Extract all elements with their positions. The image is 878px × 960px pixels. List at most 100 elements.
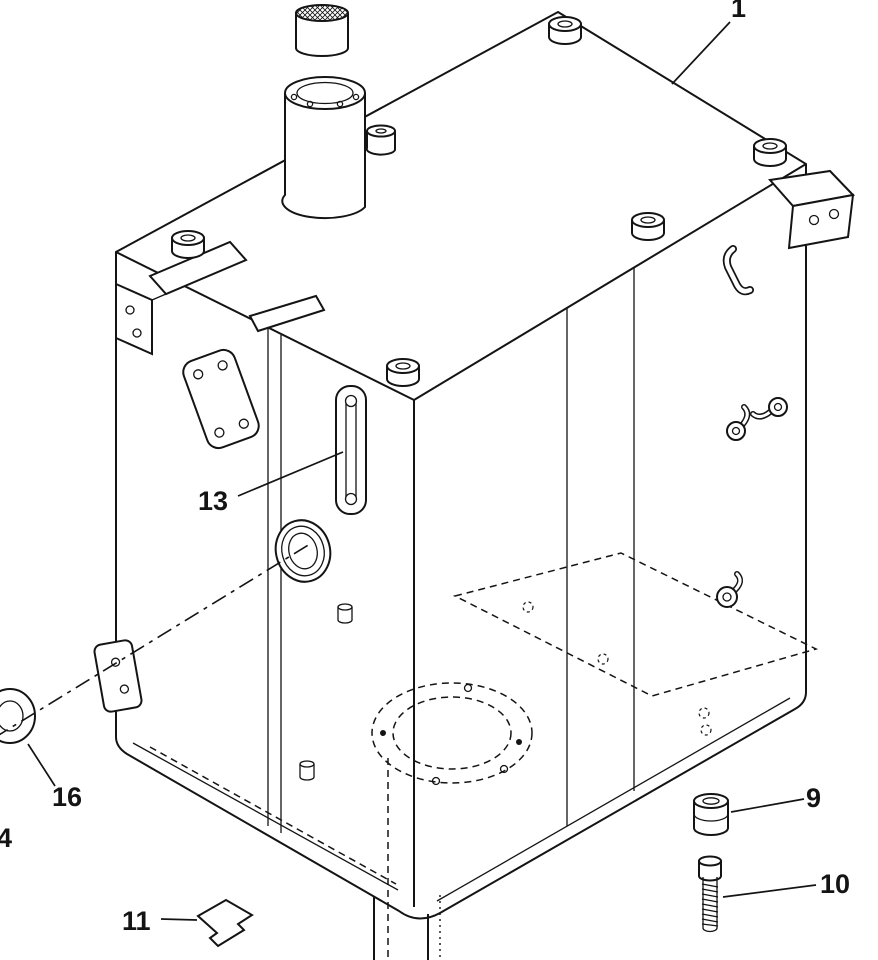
wire-clip-3 [716,571,743,608]
filler-neck-body [282,93,365,219]
wire-clip-2-hole [773,402,783,412]
right-face-hook-clip [722,245,754,296]
wire-clip-1 [726,404,751,441]
part-10-bolt [698,855,722,933]
part-10-threads [701,883,719,927]
part-9-ridge [693,813,729,822]
hidden-bottom-edge [149,746,397,885]
callout-4-label: 4 [0,823,12,853]
baffle-dashed-outline [452,552,819,697]
bottom-flange-inner-left [132,742,399,891]
upper-strap-plate [248,294,326,333]
boss-rear-bore [557,20,573,28]
sight-gauge [335,385,367,515]
boss-mid-bore [640,216,656,224]
left-corner-bracket [115,282,153,356]
bottom-flange-inner-right [436,697,791,902]
right-bracket-hole-2 [828,208,840,220]
callout-1-label: 1 [731,0,746,23]
wire-clip-3-ring [716,586,738,608]
bottom-opening-hole-3 [499,764,509,774]
wire-clip-2 [750,397,788,420]
callout-9-leader [730,798,805,813]
top-mount-boss-mid [631,212,665,241]
front-port-thread [281,525,325,577]
sight-gauge-bolt-top [344,394,358,408]
callout-13-leader [237,451,344,497]
boss-right-sides [753,146,787,167]
part-16-outer [0,688,36,744]
left-face-pad-body [93,639,143,713]
boss-mid-top [631,212,665,228]
baffle-hole-2 [597,653,609,665]
wire-clip-3-tail-inner [733,572,742,592]
sight-gauge-bolt-bottom [344,492,358,506]
hidden-bottom-opening [149,682,533,885]
boss-mid-sides [631,220,665,241]
front-port [274,519,332,583]
top-fitting [365,124,396,156]
boss-left-bore [180,234,196,242]
boss-front-bore [395,362,411,370]
callout-11-leader [160,918,198,921]
cover-plate-hole-4 [238,418,249,429]
front-mini-fitting-top [337,603,353,611]
filler-neck-bore [296,81,354,105]
front-mini-fitting [337,603,353,624]
callout-1-leader [671,21,731,85]
filler-cap-top-hatched [295,4,349,22]
part-9-bore [702,797,720,805]
baffle-hole-1 [522,601,534,613]
boss-front-top [386,358,420,374]
part-9-top [693,793,729,809]
filler-cap-body [296,13,348,56]
boss-left-top [171,230,205,246]
front-plug-top [299,760,315,768]
wire-clip-1-tail-inner [741,405,749,426]
right-mounting-bracket [768,169,856,250]
part-16-bore [0,700,24,732]
part-10-shank-end [702,927,718,933]
wire-clip-1-ring [726,421,746,441]
boss-rear-sides [548,24,582,45]
left-bracket-hole-1 [125,305,135,315]
front-port-bore [288,532,318,570]
baffle-hole-4 [700,724,712,736]
wire-clip-3-hole [722,592,732,602]
part-9-isolator [693,793,729,836]
baffle-hole-3 [698,707,710,719]
left-face-pad [93,639,143,713]
callout-11-label: 11 [122,906,151,936]
filler-neck-lug-3 [336,100,344,108]
filler-cap [295,4,349,57]
part-9-body [694,801,728,835]
tank-body [115,10,807,920]
callout-13-label: 13 [198,486,228,516]
cover-plate-hole-1 [193,369,204,380]
top-mount-boss-right [753,138,787,167]
bottom-opening-dot-1 [380,730,386,736]
bottom-opening-outer [371,682,533,784]
filler-neck-lug-1 [290,93,298,101]
boss-left-sides [171,238,205,259]
callout-9-label: 9 [806,783,821,813]
filler-neck-sides [281,93,366,220]
filler-neck [281,76,366,220]
hook-clip-inner [724,246,753,294]
part-10-head-top [698,855,722,867]
top-face-front-right-edge [413,163,807,401]
boss-right-bore [762,142,778,150]
boss-right-top [753,138,787,154]
bottom-opening-hole-2 [431,776,441,786]
callout-16-leader [27,743,56,787]
top-mount-boss-left [171,230,205,259]
top-fitting-rim [366,124,396,138]
filler-neck-lug-2 [306,100,314,108]
bottom-opening-inner [392,696,512,770]
left-bracket-link-line [151,293,167,301]
part-16-ring [0,688,36,744]
part-16-centerline [0,543,311,736]
drain-tube [373,758,441,960]
